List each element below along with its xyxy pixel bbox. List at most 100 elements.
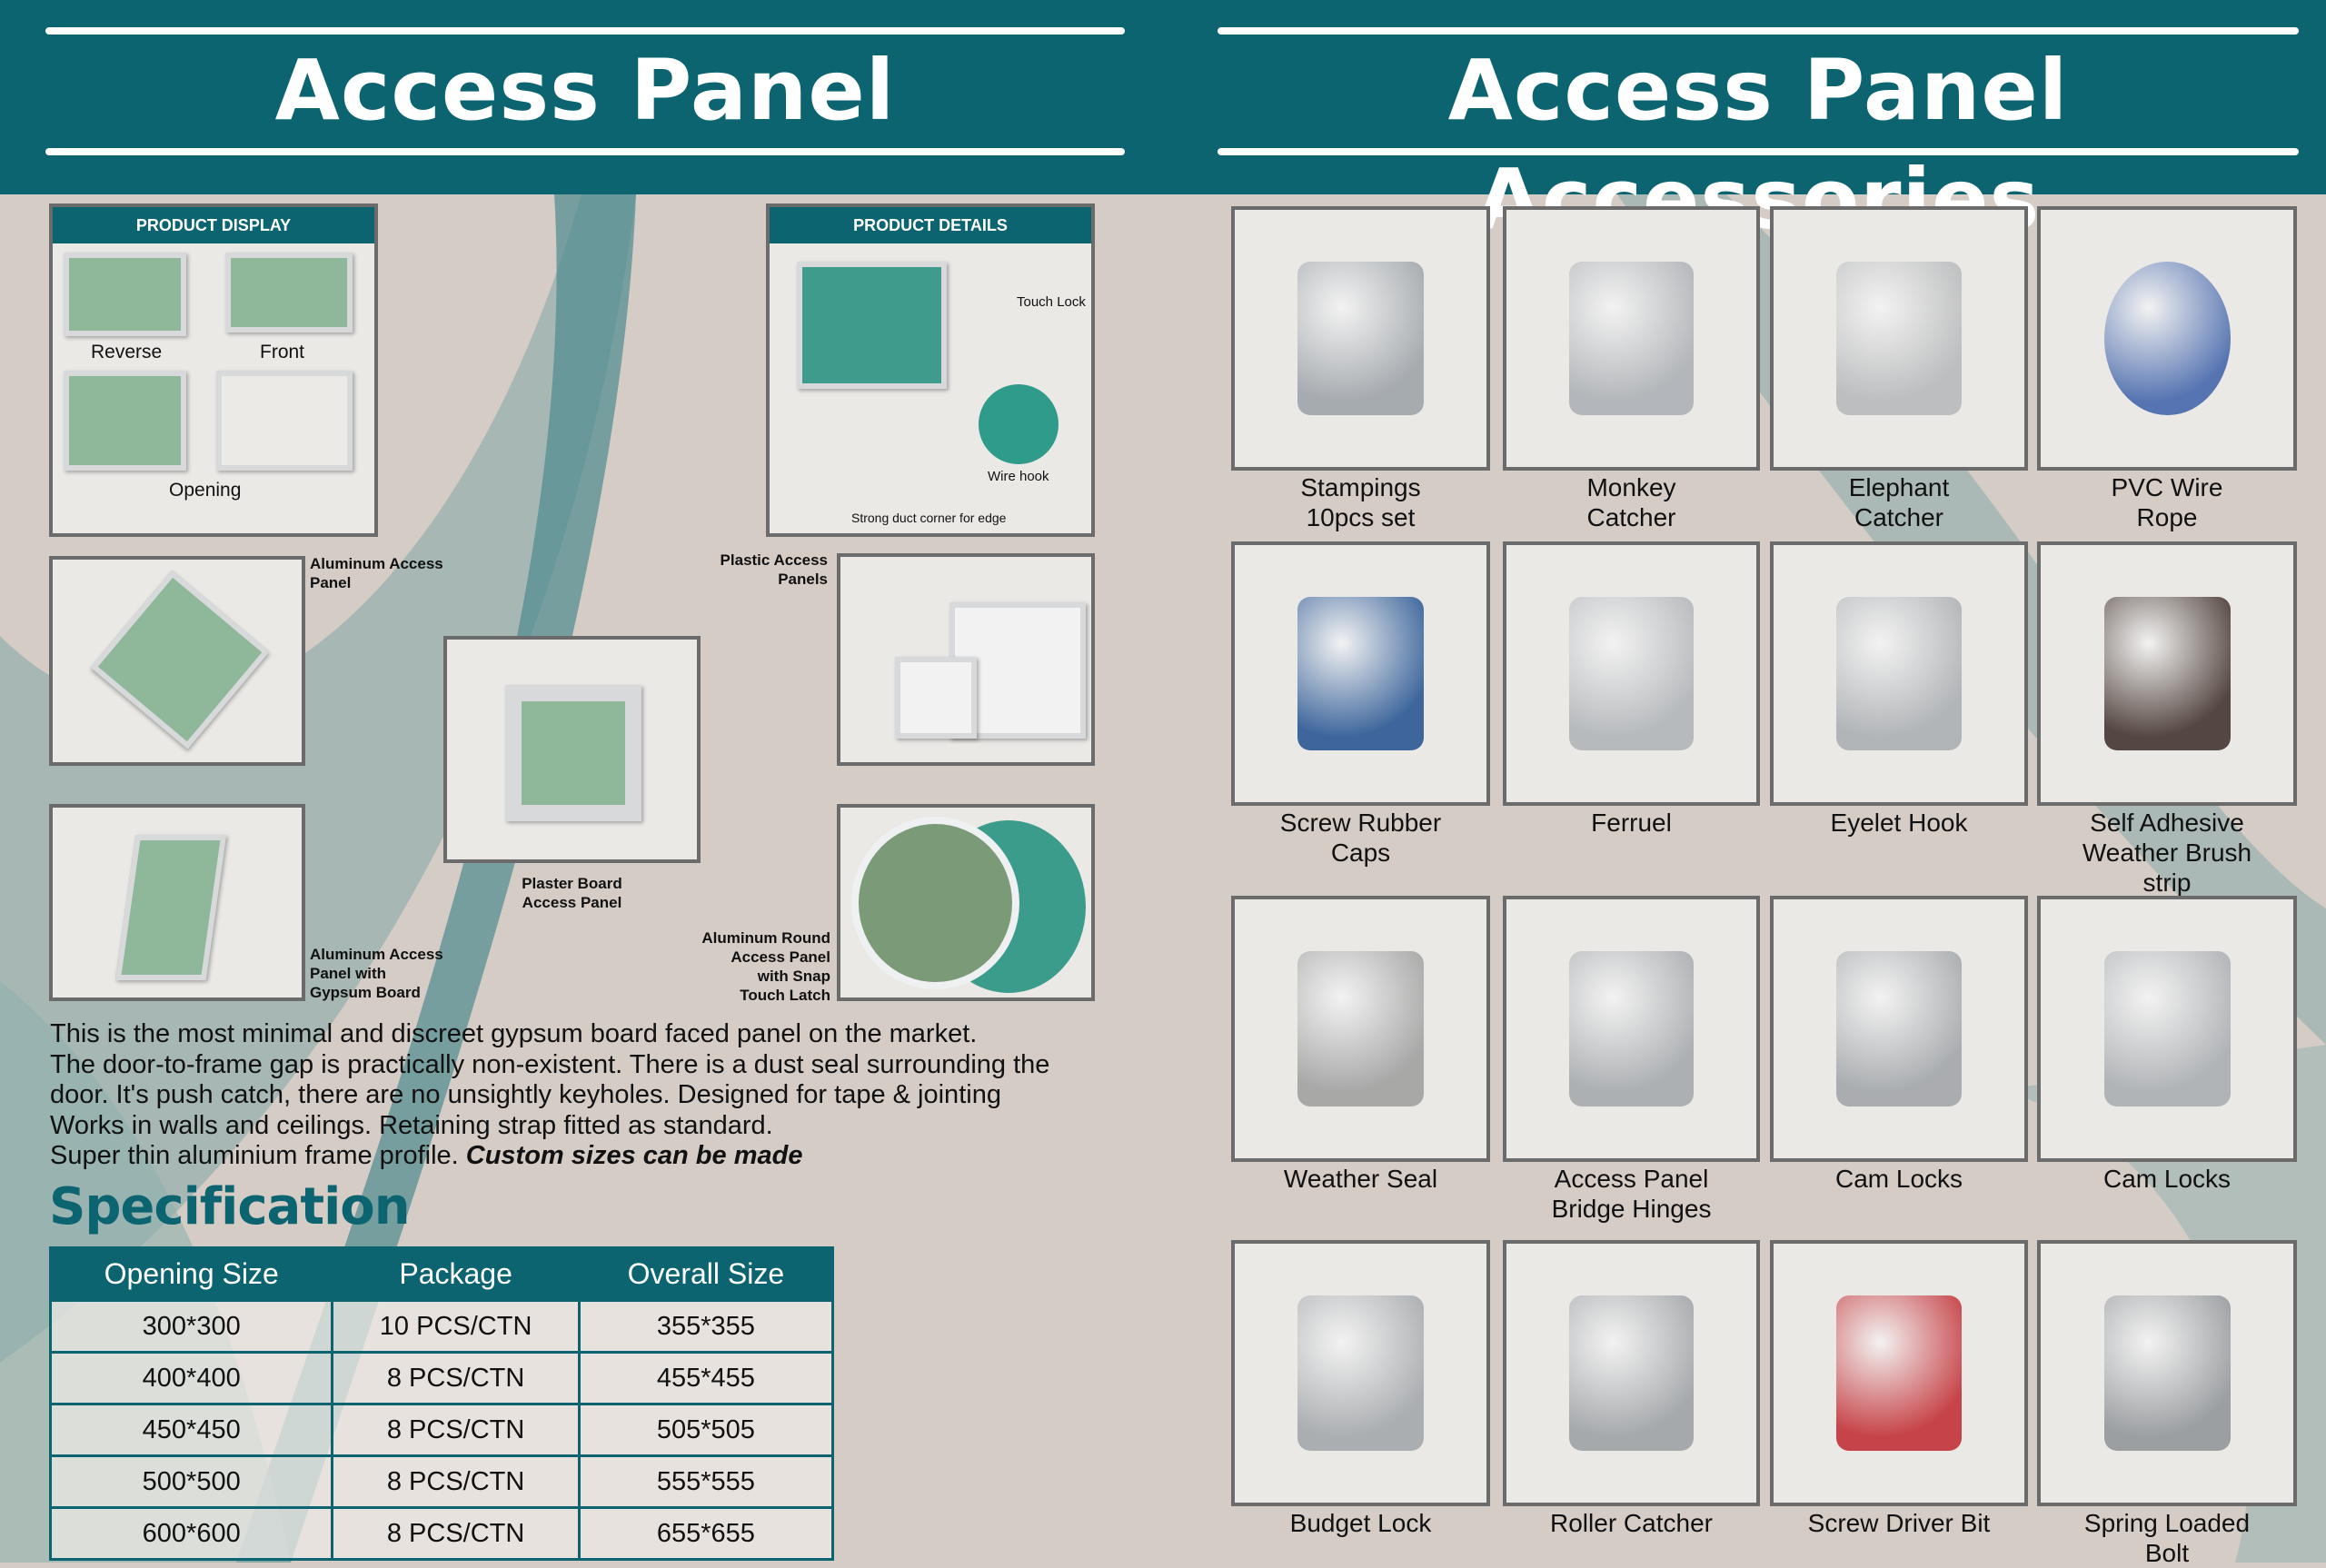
table-cell: 8 PCS/CTN	[331, 1403, 581, 1457]
accessory-image	[2037, 1240, 2297, 1506]
accessory-image	[1503, 1240, 1760, 1506]
product-shape	[1836, 951, 1962, 1107]
table-cell: 10 PCS/CTN	[331, 1299, 581, 1354]
accessory-image	[1231, 206, 1490, 471]
label-reverse: Reverse	[91, 342, 163, 362]
accessory-label: Budget Lock	[1289, 1509, 1432, 1537]
caption-plastic: Plastic Access Panels	[720, 551, 828, 588]
description-line: The door-to-frame gap is practically non…	[50, 1049, 1050, 1079]
description-line: Super thin aluminium frame profile.	[50, 1141, 466, 1170]
divider	[45, 148, 1125, 155]
accessory-image	[1770, 896, 2028, 1162]
product-details-box: PRODUCT DETAILS Touch Lock Wire hook Str…	[766, 203, 1095, 537]
product-shape	[1568, 951, 1695, 1107]
accessory-image	[1231, 541, 1490, 806]
plastic-access-panels-image	[837, 553, 1095, 766]
product-display-heading: PRODUCT DISPLAY	[53, 207, 374, 243]
accessory-image	[1503, 896, 1760, 1162]
accessory-label: Spring Loaded Bolt	[2083, 1509, 2251, 1567]
accessory-label: Weather Seal	[1283, 1165, 1438, 1193]
product-shape	[1297, 596, 1424, 751]
accessory-image	[1503, 541, 1760, 806]
panel-image	[505, 685, 641, 821]
table-cell: 8 PCS/CTN	[331, 1506, 581, 1561]
accessory-label: Cam Locks	[1834, 1165, 1963, 1193]
accessory-label: Stampings 10pcs set	[1300, 473, 1421, 531]
accessory-image	[1770, 541, 2028, 806]
accessory-label: Screw Rubber Caps	[1279, 809, 1442, 867]
description-line: door. It's push catch, there are no unsi…	[50, 1080, 1001, 1109]
product-shape	[1568, 1295, 1695, 1451]
accessory-image	[1770, 1240, 2028, 1506]
accessory-image	[1503, 206, 1760, 471]
panel-image	[225, 253, 353, 332]
table-cell: 450*450	[48, 1403, 334, 1457]
accessory-label: Monkey Catcher	[1586, 473, 1676, 531]
product-details-heading: PRODUCT DETAILS	[770, 207, 1091, 243]
accessory-image	[2037, 206, 2297, 471]
product-shape	[1297, 1295, 1424, 1451]
product-shape	[1836, 261, 1962, 416]
label-wire-hook: Wire hook	[988, 469, 1049, 484]
plaster-board-panel-image	[443, 636, 701, 863]
caption-gypsum: Aluminum Access Panel with Gypsum Board	[310, 946, 443, 1001]
accessory-label: Elephant Catcher	[1848, 473, 1950, 531]
product-shape	[2103, 951, 2231, 1107]
accessory-image	[1770, 206, 2028, 471]
table-cell: 8 PCS/CTN	[331, 1351, 581, 1405]
description-line: Works in walls and ceilings. Retaining s…	[50, 1110, 773, 1140]
table-cell: 505*505	[577, 1403, 835, 1457]
aluminum-access-panel-image	[49, 556, 305, 766]
header-banner: Access Panel Access Panel Accessories	[0, 0, 2326, 248]
label-touch-lock: Touch Lock	[1017, 294, 1086, 310]
accessory-image	[1231, 896, 1490, 1162]
table-cell: 300*300	[48, 1299, 334, 1354]
panel-image	[851, 817, 1019, 989]
column-header: Package	[331, 1246, 581, 1302]
product-description: This is the most minimal and discreet gy…	[50, 1019, 1113, 1172]
panel-image	[216, 371, 353, 471]
table-cell: 455*455	[577, 1351, 835, 1405]
panel-image	[114, 835, 227, 980]
column-header: Opening Size	[48, 1246, 334, 1302]
accessory-image	[1231, 1240, 1490, 1506]
table-cell: 355*355	[577, 1299, 835, 1354]
accessory-label: Access Panel Bridge Hinges	[1551, 1165, 1712, 1223]
accessory-label: Eyelet Hook	[1830, 809, 1968, 837]
divider	[1218, 148, 2299, 155]
accessory-label: Cam Locks	[2102, 1165, 2232, 1193]
accessory-image	[2037, 541, 2297, 806]
panel-image	[895, 657, 977, 739]
accessory-label: Self Adhesive Weather Brush strip	[2082, 809, 2252, 897]
product-shape	[1297, 951, 1424, 1107]
description-line: This is the most minimal and discreet gy…	[50, 1019, 978, 1048]
label-opening: Opening	[169, 480, 242, 501]
page-title-right: Access Panel Accessories	[1447, 42, 2069, 248]
table-cell: 500*500	[48, 1454, 334, 1509]
table-cell: 400*400	[48, 1351, 334, 1405]
panel-image	[64, 253, 186, 336]
caption-aluminum: Aluminum Access Panel	[310, 555, 443, 591]
label-duct-corner: Strong duct corner for edge	[851, 511, 1007, 525]
caption-round: Aluminum Round Access Panel with Snap To…	[701, 929, 830, 1004]
specification-title: Specification	[49, 1177, 411, 1236]
panel-image	[90, 570, 270, 749]
product-shape	[1836, 596, 1962, 751]
table-cell: 555*555	[577, 1454, 835, 1509]
divider	[1218, 27, 2299, 35]
table-cell: 655*655	[577, 1506, 835, 1561]
product-shape	[2103, 261, 2231, 416]
accessory-label: Screw Driver Bit	[1807, 1509, 1991, 1537]
product-shape	[2103, 596, 2231, 751]
accessory-image	[2037, 896, 2297, 1162]
product-shape	[1836, 1295, 1962, 1451]
product-shape	[1297, 261, 1424, 416]
accessory-label: PVC Wire Rope	[2111, 473, 2223, 531]
product-display-box: PRODUCT DISPLAY Reverse Front Opening	[49, 203, 378, 537]
